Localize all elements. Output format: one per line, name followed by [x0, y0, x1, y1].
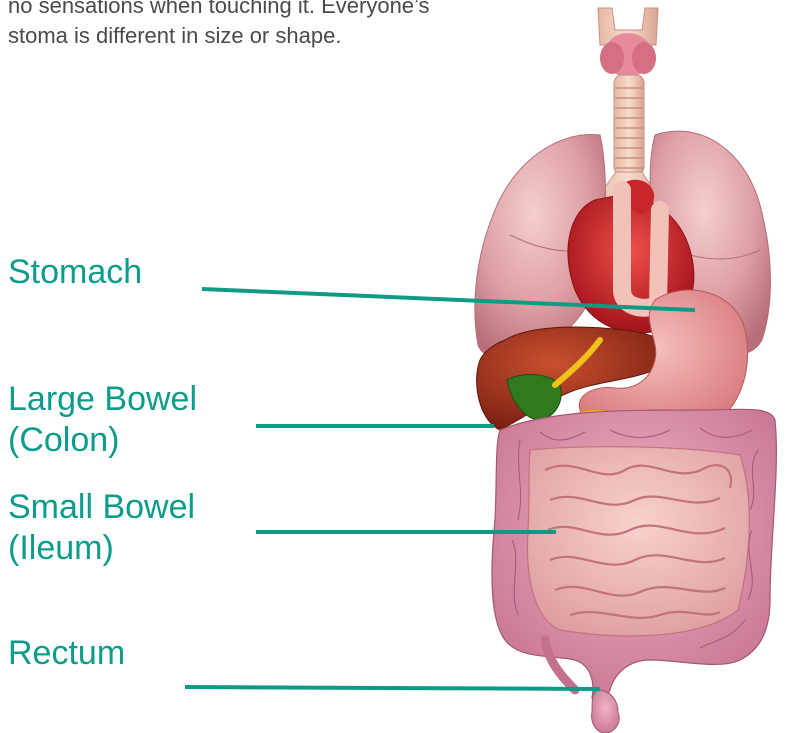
stomach-label: Stomach — [8, 252, 142, 293]
small-bowel-label-line-1: Small Bowel — [8, 487, 195, 528]
large-bowel-label-line-2: (Colon) — [8, 420, 197, 461]
rectum-label: Rectum — [8, 633, 125, 674]
stomach-label-text: Stomach — [8, 252, 142, 293]
large-bowel-label: Large Bowel (Colon) — [8, 379, 197, 461]
larynx-shape — [598, 8, 658, 77]
small-bowel-label-line-2: (Ileum) — [8, 528, 195, 569]
small-bowel-label: Small Bowel (Ileum) — [8, 487, 195, 569]
rectum-label-text: Rectum — [8, 633, 125, 674]
rectum-leader-line — [185, 687, 600, 689]
small-bowel-shape — [527, 447, 749, 636]
large-bowel-label-line-1: Large Bowel — [8, 379, 197, 420]
rectum-shape — [592, 690, 620, 733]
